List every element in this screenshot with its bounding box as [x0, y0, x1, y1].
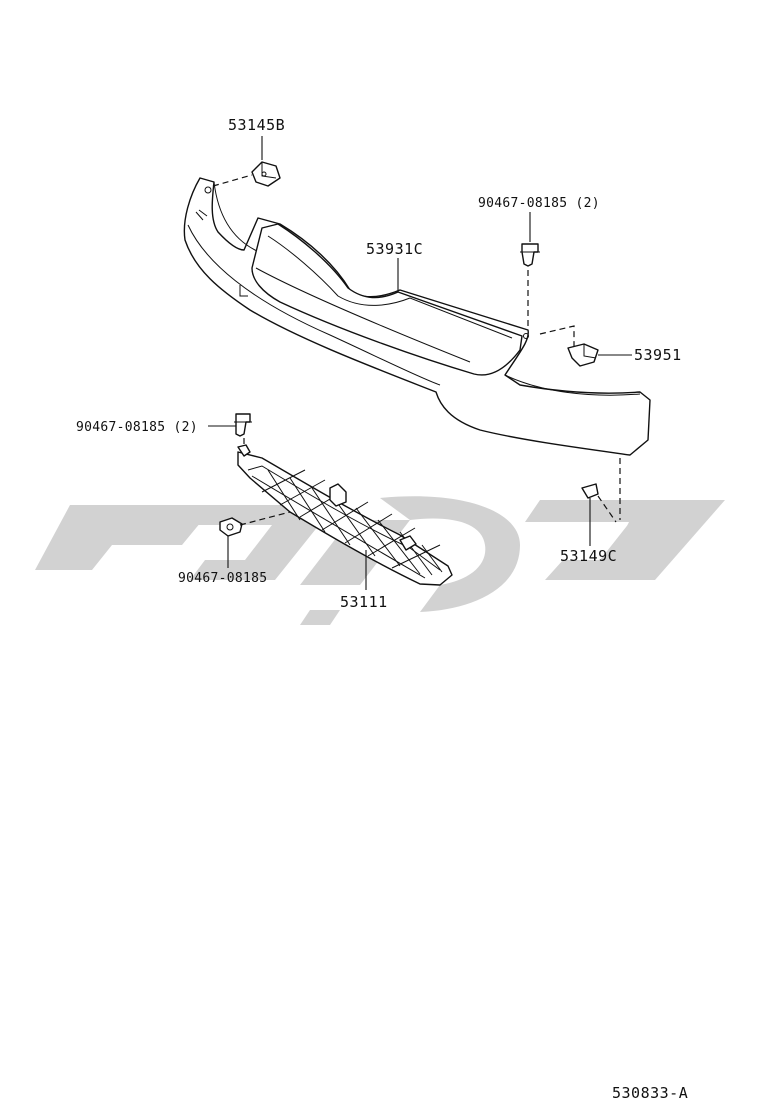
watermark-logo [35, 496, 725, 625]
clip-90467-left [234, 413, 252, 437]
label-90467-left: 90467-08185 (2) [76, 420, 198, 435]
label-53951: 53951 [634, 346, 682, 364]
clip-90467-bottom [219, 517, 243, 537]
bumper-cover-53931c [183, 177, 651, 456]
label-53111: 53111 [340, 593, 388, 611]
dashed-guides [212, 174, 621, 526]
label-53145b: 53145B [228, 116, 285, 134]
bracket-53951 [567, 343, 599, 367]
bracket-53145b [251, 161, 281, 187]
label-53931c: 53931C [366, 240, 423, 258]
bracket-53149c [581, 483, 599, 499]
leader-lines [208, 136, 632, 590]
label-90467-top-right: 90467-08185 (2) [478, 196, 600, 211]
clip-90467-top [520, 243, 540, 267]
lower-grille-53111 [237, 444, 453, 586]
label-90467-bottom: 90467-08185 [178, 571, 267, 586]
diagram-code: 530833-A [612, 1084, 688, 1102]
label-53149c: 53149C [560, 547, 617, 565]
